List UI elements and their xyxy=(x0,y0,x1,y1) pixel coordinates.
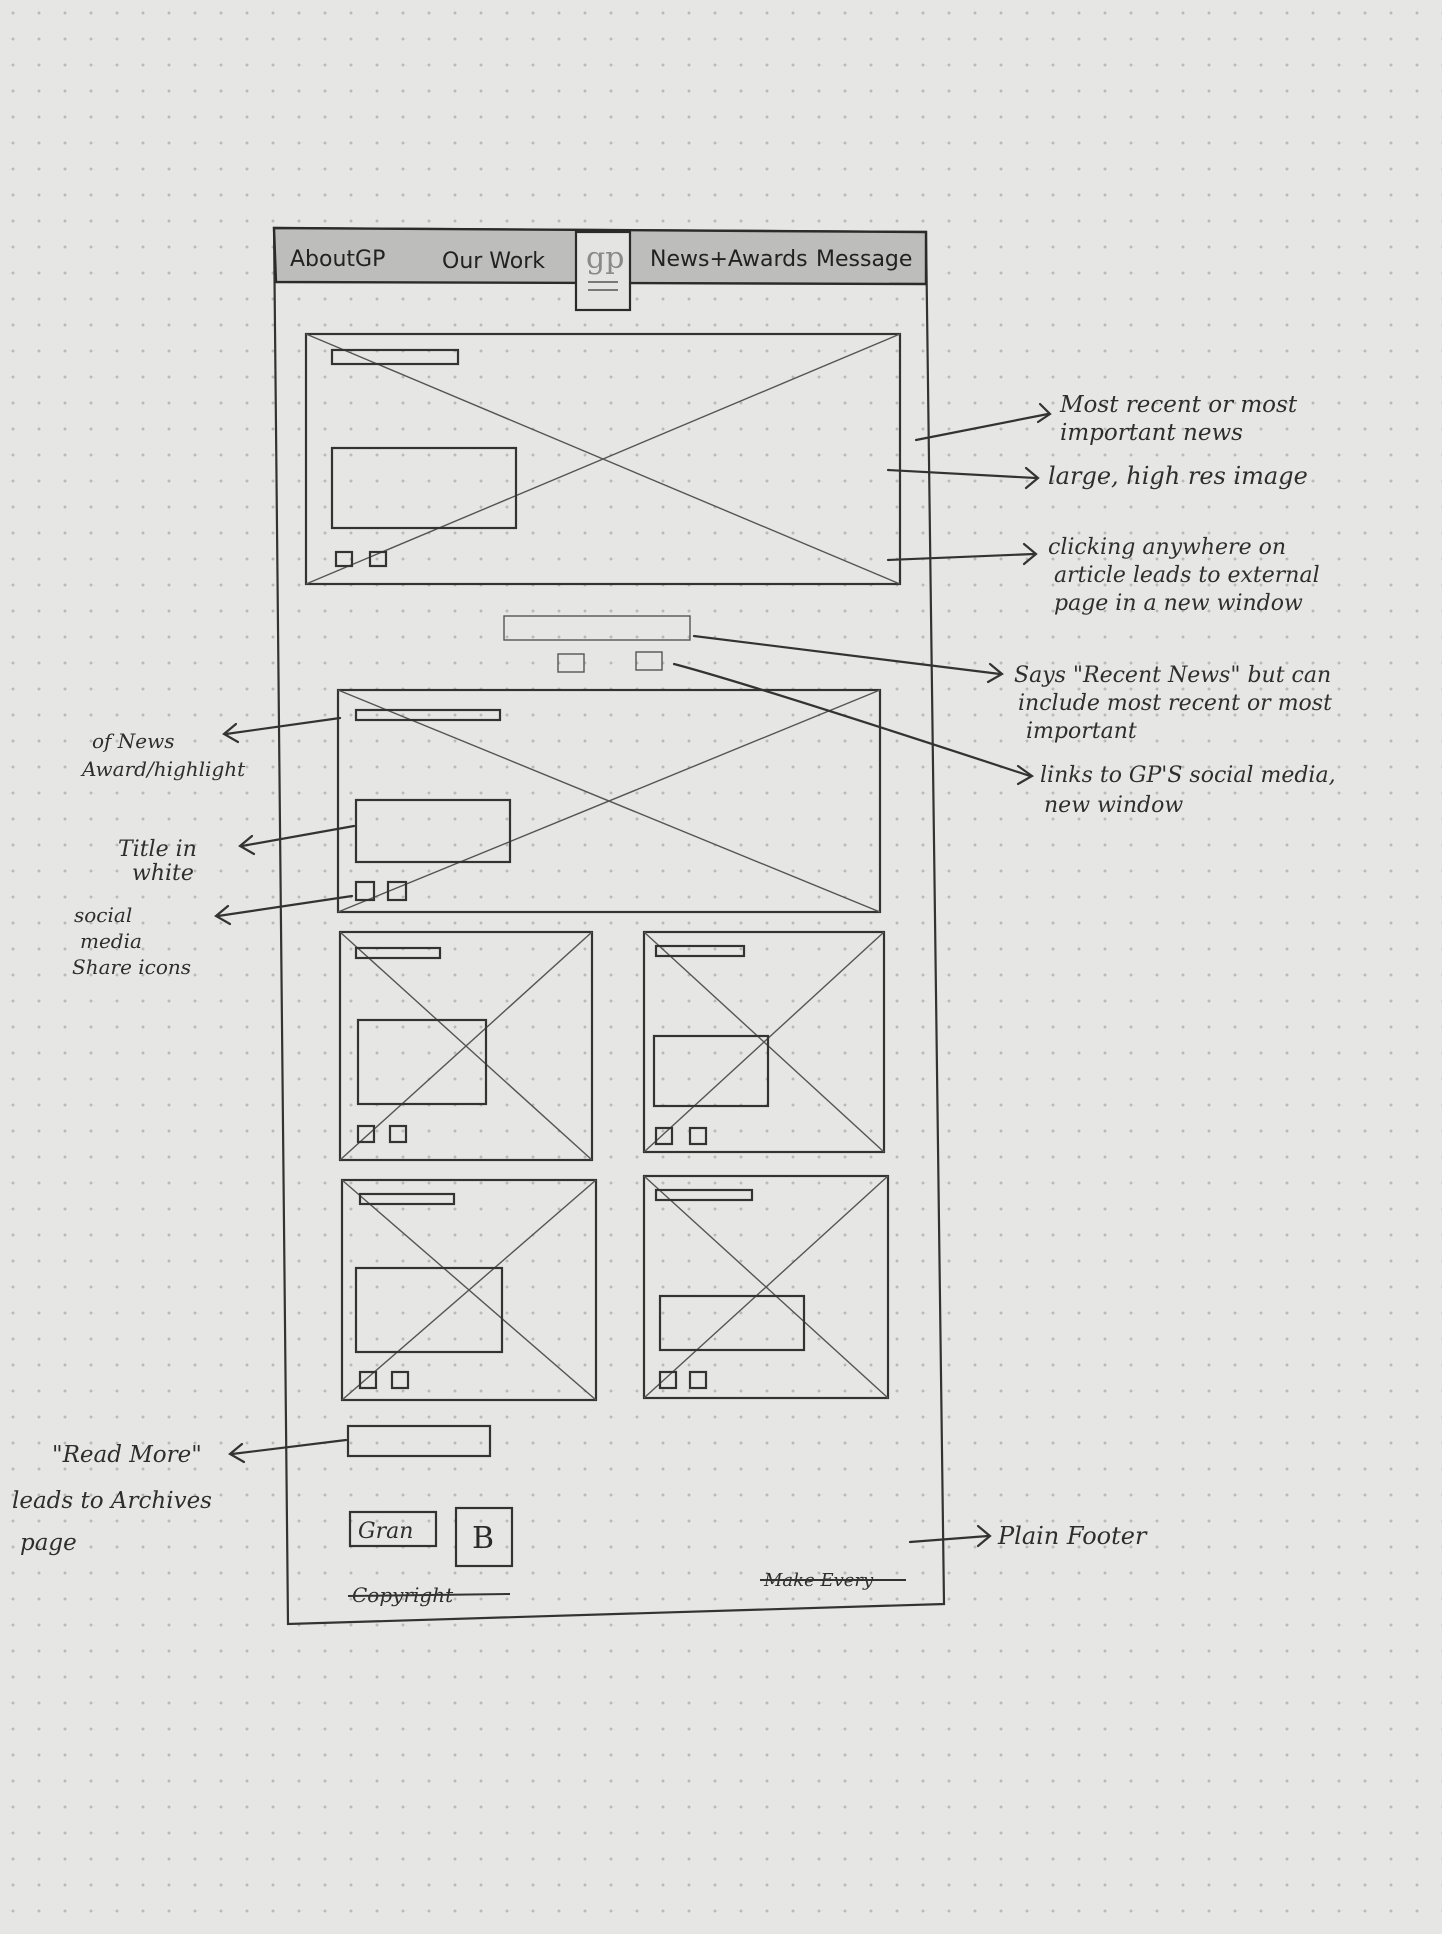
svg-text:include most recent or most: include most recent or most xyxy=(1018,691,1332,716)
hero-news-card[interactable] xyxy=(304,332,902,586)
share-icon[interactable] xyxy=(688,1126,708,1146)
social-icon[interactable] xyxy=(635,651,663,671)
annotation-left-type: of News Award/highlight xyxy=(80,729,246,781)
article-card[interactable] xyxy=(642,930,886,1154)
svg-text:important: important xyxy=(1026,719,1137,744)
svg-text:of News: of News xyxy=(92,729,175,753)
recent-news-label xyxy=(503,615,691,641)
svg-text:white: white xyxy=(132,861,194,886)
article-card[interactable] xyxy=(340,1178,598,1402)
share-icon[interactable] xyxy=(368,550,388,568)
footer-brand-right-text: B xyxy=(472,1521,494,1556)
title-box xyxy=(330,446,518,530)
svg-text:large, high res image: large, high res image xyxy=(1048,462,1308,490)
news-type-label xyxy=(354,946,442,960)
nav-item-news-awards[interactable]: News+Awards xyxy=(650,247,808,272)
footer-brand-left-text: Gran xyxy=(358,1519,413,1544)
news-type-label xyxy=(354,708,502,722)
nav-item-our-work[interactable]: Our Work xyxy=(442,249,545,274)
svg-text:"Read More": "Read More" xyxy=(52,1442,202,1468)
read-more-button[interactable] xyxy=(346,1424,492,1458)
svg-text:Share icons: Share icons xyxy=(72,955,191,979)
annotation-hero-image: large, high res image xyxy=(1048,462,1308,490)
svg-text:Most recent or most: Most recent or most xyxy=(1059,392,1298,418)
share-icon[interactable] xyxy=(658,1370,678,1390)
news-type-label xyxy=(358,1192,456,1206)
annotation-left-title: Title in white xyxy=(118,837,197,886)
nav-item-message[interactable]: Message xyxy=(816,247,912,272)
footer: Gran B Copyright Make Every xyxy=(347,1506,906,1607)
title-box xyxy=(658,1294,806,1352)
news-type-label xyxy=(654,1188,754,1202)
footer-brand-right[interactable] xyxy=(454,1506,514,1568)
svg-text:Award/highlight: Award/highlight xyxy=(80,757,246,781)
svg-text:media: media xyxy=(80,929,142,953)
svg-text:new window: new window xyxy=(1044,793,1183,818)
svg-text:article leads to external: article leads to external xyxy=(1054,563,1320,588)
title-box xyxy=(354,798,512,864)
news-type-label xyxy=(330,348,460,366)
nav-bar: AboutGP Our Work News+Awards Message gp xyxy=(272,226,928,312)
share-icon[interactable] xyxy=(334,550,354,568)
annotation-arrows xyxy=(214,402,1052,1548)
annotation-hero-click: clicking anywhere on article leads to ex… xyxy=(1048,535,1320,616)
share-icon[interactable] xyxy=(390,1370,410,1390)
logo-text: gp xyxy=(586,241,624,276)
page-frame xyxy=(272,226,946,1626)
annotation-left-social: social media Share icons xyxy=(72,903,191,979)
logo[interactable] xyxy=(574,230,632,312)
share-icon[interactable] xyxy=(388,1124,408,1144)
news-type-label xyxy=(654,944,746,958)
share-icon[interactable] xyxy=(386,880,408,902)
svg-text:important news: important news xyxy=(1060,420,1243,446)
svg-text:leads to Archives: leads to Archives xyxy=(12,1488,212,1514)
svg-text:Says "Recent News" but can: Says "Recent News" but can xyxy=(1014,663,1331,688)
share-icon[interactable] xyxy=(358,1370,378,1390)
annotation-footer: Plain Footer xyxy=(997,1522,1148,1550)
annotation-social-links: links to GP'S social media, new window xyxy=(1040,763,1336,818)
svg-text:page in a new window: page in a new window xyxy=(1054,591,1303,616)
share-icon[interactable] xyxy=(688,1370,708,1390)
svg-text:Title in: Title in xyxy=(118,837,197,862)
title-box xyxy=(652,1034,770,1108)
svg-text:links to GP'S social media,: links to GP'S social media, xyxy=(1040,763,1336,788)
title-box xyxy=(354,1266,504,1354)
title-box xyxy=(356,1018,488,1106)
share-icon[interactable] xyxy=(354,880,376,902)
featured-article-card[interactable] xyxy=(336,688,882,914)
svg-text:Plain Footer: Plain Footer xyxy=(997,1522,1148,1550)
annotation-recent-news: Says "Recent News" but can include most … xyxy=(1014,663,1332,744)
share-icon[interactable] xyxy=(356,1124,376,1144)
article-card[interactable] xyxy=(642,1174,890,1400)
svg-text:clicking anywhere on: clicking anywhere on xyxy=(1048,535,1286,560)
annotation-read-more: "Read More" leads to Archives page xyxy=(12,1442,212,1556)
svg-text:page: page xyxy=(20,1530,77,1556)
svg-text:social: social xyxy=(74,903,132,927)
nav-item-about[interactable]: AboutGP xyxy=(290,247,385,272)
annotation-hero-news: Most recent or most important news xyxy=(1059,392,1298,446)
share-icon[interactable] xyxy=(654,1126,674,1146)
article-card[interactable] xyxy=(338,930,594,1162)
social-icon[interactable] xyxy=(557,653,585,673)
footer-brand-left[interactable] xyxy=(348,1510,438,1548)
